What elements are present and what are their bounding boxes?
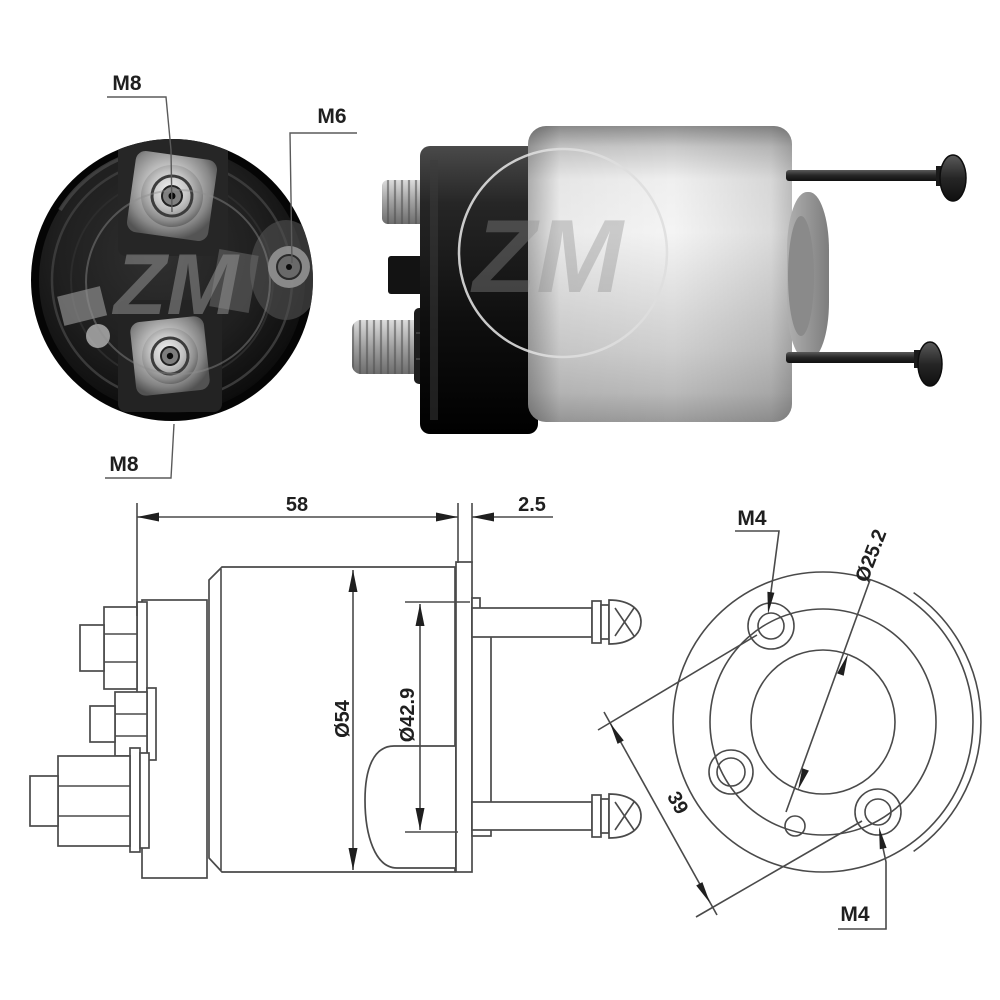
dim-39-label: 39: [662, 788, 692, 818]
photo-watermark-text: ZM: [470, 199, 626, 315]
dim-body-diameter: Ø54: [332, 570, 358, 870]
flange-view-drawing: M4 M4 Ø25.2 39: [597, 507, 982, 930]
dim-2-5-label: 2.5: [518, 494, 546, 516]
flange-center-bore: [750, 649, 896, 795]
dim-d42-9-label: Ø42.9: [397, 688, 419, 742]
dim-front-diameter: Ø42.9: [397, 601, 470, 833]
rear-face: [39, 147, 305, 413]
rear-watermark-text: ZM: [111, 237, 241, 333]
rear-view-callouts: M8 M6 M8: [105, 72, 357, 479]
rear-watermark: ZM: [85, 189, 271, 375]
label-m8-top: M8: [112, 72, 141, 95]
dim-flange-thickness: 2.5: [472, 494, 553, 522]
dim-d25-2-label: Ø25.2: [851, 526, 891, 585]
label-m6-side: M6: [317, 105, 346, 128]
drawing-stud-top: [471, 599, 642, 645]
flange-hole-plain: [708, 749, 754, 795]
contact-rivet: [86, 324, 110, 348]
drawing-stud-bottom: [471, 793, 642, 839]
photo-watermark: ZM: [457, 147, 669, 359]
drawing-terminal-middle: [89, 687, 157, 761]
callout-m4-top: M4: [735, 507, 780, 614]
contact-plate: [57, 286, 108, 326]
drawing-terminal-bottom: [29, 747, 150, 853]
dim-58-label: 58: [286, 494, 308, 516]
flange-hole-m4-bottom: [854, 788, 902, 836]
side-view-photo: ZM: [352, 126, 967, 434]
drawing-boot: [364, 745, 455, 869]
flange-boss-circle: [709, 608, 937, 836]
label-m4-bottom: M4: [840, 903, 869, 926]
photo-rod-top: [786, 154, 967, 202]
drawing-terminal-top: [79, 601, 148, 695]
rear-terminal-m6: [268, 246, 310, 288]
dim-d54-label: Ø54: [332, 699, 354, 738]
label-m4-top: M4: [737, 507, 766, 530]
label-m8-bottom: M8: [109, 453, 138, 476]
photo-end-cap: [420, 146, 538, 434]
dim-hole-spacing: 39: [597, 634, 863, 918]
callout-m4-bottom: M4: [838, 827, 887, 930]
flange-outer-circle: [672, 571, 974, 873]
dim-center-bore: Ø25.2: [785, 526, 891, 813]
dim-overall-length: 58: [136, 494, 473, 616]
photo-rod-bottom: [786, 341, 943, 387]
flange-hole-m4-top: [747, 602, 795, 650]
flange-small-hole: [784, 815, 806, 837]
side-view-drawing: 58 2.5 Ø54 Ø42.9: [29, 494, 642, 879]
rear-terminal-m8-bottom: [130, 316, 210, 396]
rear-view-photo: ZM: [31, 139, 313, 421]
drawing-flange: [455, 561, 473, 873]
